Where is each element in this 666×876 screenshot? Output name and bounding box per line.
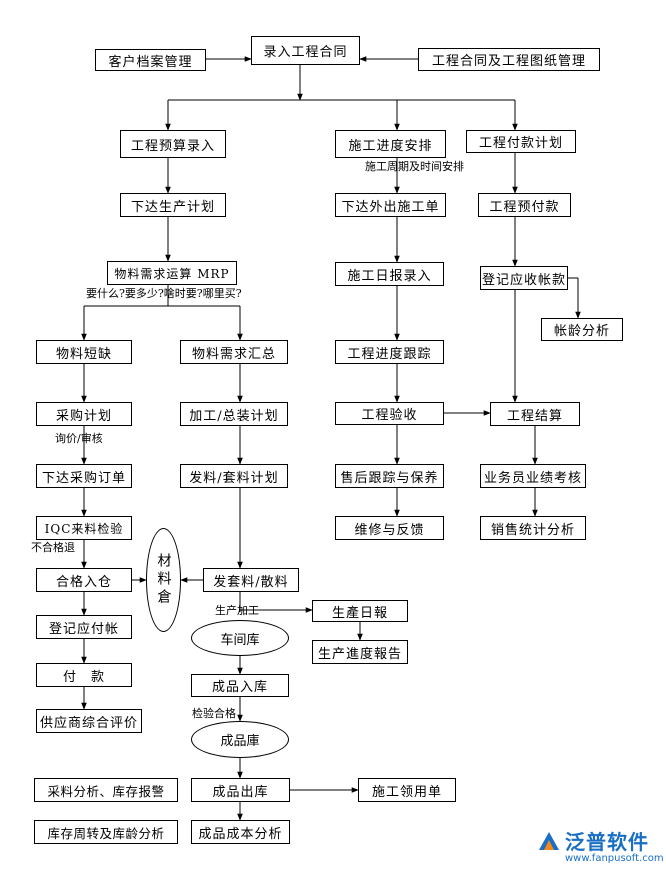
progress-tracking-box: 工程进度跟踪 xyxy=(335,340,444,364)
finished-out-box: 成品出库 xyxy=(191,778,290,802)
qualified-in-box: 合格入仓 xyxy=(36,568,132,592)
receivable-box: 登记应收帐款 xyxy=(480,266,568,290)
shortage-box: 物料短缺 xyxy=(36,340,132,364)
material-warehouse-ellipse: 材料倉 xyxy=(146,528,181,632)
workshop-warehouse-ellipse: 车间库 xyxy=(191,620,289,656)
schedule-box: 施工进度安排 xyxy=(335,130,446,158)
production-plan-box: 下达生产计划 xyxy=(120,193,226,217)
demand-summary-box: 物料需求汇总 xyxy=(180,340,288,364)
payment-plan-box: 工程付款计划 xyxy=(466,130,576,153)
sales-stats-box: 销售统计分析 xyxy=(480,516,586,540)
prepayment-box: 工程预付款 xyxy=(478,193,571,217)
what-when-note: 要什么?要多少?啥时要?哪里买? xyxy=(86,287,242,300)
production-progress-box: 生产進度報告 xyxy=(312,640,408,664)
mrp-box: 物料需求运算 MRP xyxy=(107,261,237,285)
finished-in-box: 成品入库 xyxy=(191,674,289,697)
purchase-plan-box: 采购计划 xyxy=(36,402,132,426)
outsource-order-box: 下达外出施工单 xyxy=(335,193,446,217)
reject-return-note: 不合格退 xyxy=(31,541,75,554)
material-analysis-box: 采料分析、库存报警 xyxy=(34,778,178,802)
payment-box: 付 款 xyxy=(36,663,132,687)
iqc-box: IQC来料检验 xyxy=(36,516,132,540)
aging-box: 帐龄分析 xyxy=(541,318,623,341)
sales-assessment-box: 业务员业绩考核 xyxy=(480,464,586,488)
repair-box: 维修与反馈 xyxy=(335,516,444,540)
material-issue-box: 发料/套料计划 xyxy=(180,464,288,488)
supplier-eval-box: 供应商综合评价 xyxy=(36,709,142,733)
turnover-analysis-box: 库存周转及库龄分析 xyxy=(34,820,178,844)
period-time-note: 施工周期及时间安排 xyxy=(365,160,464,173)
settlement-box: 工程结算 xyxy=(490,402,580,426)
fanpu-logo: 泛普软件 www.fanpusoft.com xyxy=(535,826,664,870)
inspection-pass-note: 检验合格 xyxy=(192,707,236,720)
fanpu-logo-name: 泛普软件 xyxy=(565,830,649,854)
production-daily-box: 生產日報 xyxy=(312,600,408,622)
acceptance-box: 工程验收 xyxy=(335,402,444,425)
inquiry-note: 询价/审核 xyxy=(55,432,103,445)
construction-requisition-box: 施工领用单 xyxy=(358,778,456,802)
issue-kit-box: 发套料/散料 xyxy=(203,568,299,592)
purchase-order-box: 下达采购订单 xyxy=(36,464,132,488)
budget-entry-box: 工程预算录入 xyxy=(120,130,226,158)
contract-entry-box: 录入工程合同 xyxy=(251,36,360,65)
finished-warehouse-ellipse: 成品庫 xyxy=(191,721,289,758)
fanpu-logo-url: www.fanpusoft.com xyxy=(565,853,664,864)
payable-box: 登记应付帐 xyxy=(36,615,132,639)
processing-plan-box: 加工/总装计划 xyxy=(180,402,288,426)
after-sales-box: 售后跟踪与保养 xyxy=(335,464,444,488)
finished-cost-box: 成品成本分析 xyxy=(191,820,290,844)
fanpu-logo-mark-icon xyxy=(539,832,559,850)
contract-drawing-box: 工程合同及工程图纸管理 xyxy=(418,48,600,71)
customer-archive-box: 客户档案管理 xyxy=(95,49,206,71)
production-processing-note: 生产加工 xyxy=(215,604,259,617)
daily-report-box: 施工日报录入 xyxy=(335,262,444,286)
